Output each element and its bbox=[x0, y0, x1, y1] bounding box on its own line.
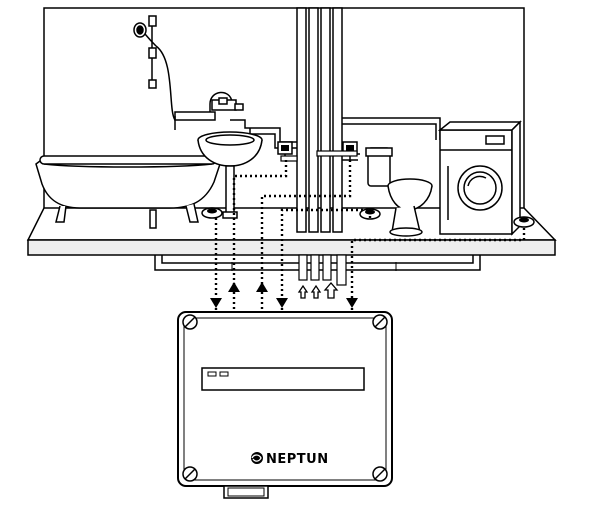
toilet-icon bbox=[365, 147, 433, 237]
leak-sensor-toilet bbox=[359, 208, 381, 220]
brand-name: NEPTUN bbox=[266, 452, 329, 467]
sensor-cables bbox=[214, 160, 526, 298]
washing-machine-icon bbox=[437, 120, 522, 236]
water-flow-arrows bbox=[297, 282, 339, 299]
leak-sensor-bath bbox=[201, 207, 223, 219]
arrow-up-1 bbox=[228, 282, 240, 292]
cable-gland bbox=[227, 487, 265, 497]
screw-top-right bbox=[372, 314, 388, 330]
indicator-panel bbox=[201, 367, 365, 391]
screw-bottom-right bbox=[372, 466, 388, 482]
signal-arrows bbox=[210, 282, 358, 308]
neptun-logo-icon bbox=[251, 452, 263, 464]
arrow-up-2 bbox=[256, 282, 268, 292]
water-risers bbox=[296, 7, 347, 286]
screw-bottom-left bbox=[182, 466, 198, 482]
leak-sensor-washer bbox=[513, 216, 535, 228]
control-unit-icon: NEPTUN bbox=[177, 311, 393, 499]
shutoff-valve-right bbox=[316, 141, 358, 160]
washbasin-icon bbox=[197, 131, 263, 219]
shutoff-valve-left bbox=[277, 141, 298, 162]
floor-front bbox=[27, 239, 556, 256]
shower-head-icon bbox=[133, 15, 176, 121]
screw-top-left bbox=[182, 314, 198, 330]
arrow-down-1 bbox=[210, 298, 222, 308]
arrow-down-3 bbox=[346, 298, 358, 308]
bathtub-icon bbox=[35, 155, 221, 229]
control-unit-body bbox=[177, 311, 393, 487]
indicator-led-2 bbox=[219, 371, 229, 377]
indicator-led-1 bbox=[207, 371, 217, 377]
mixer-tap bbox=[174, 91, 244, 130]
arrow-down-2 bbox=[276, 298, 288, 308]
